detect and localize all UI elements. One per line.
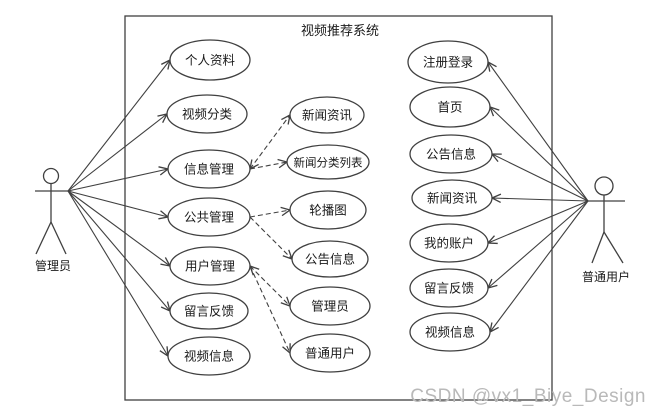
- edge-user-to-uc-register-login: [488, 62, 589, 202]
- uc-feedback-user-ellipse: [409, 268, 489, 308]
- edge-admin-to-uc-public-mgmt: [67, 190, 168, 217]
- uc-video-info-user-ellipse: [409, 312, 491, 352]
- uc-announcement-user-label: 公告信息: [426, 147, 476, 162]
- edge-user-to-uc-announcement-user: [492, 154, 589, 202]
- edge-user-to-uc-my-account: [488, 200, 589, 243]
- uc-my-account-label: 我的账户: [424, 236, 474, 251]
- uc-video-category-ellipse: [166, 94, 248, 134]
- edge-uc-info-mgmt-to-uc-news: [250, 115, 290, 169]
- edge-user-to-uc-video-info-user: [490, 200, 589, 332]
- uc-user-mgmt-label: 用户管理: [185, 259, 236, 274]
- edge-admin-to-uc-personal-profile: [67, 60, 170, 192]
- uc-homepage-label: 首页: [437, 101, 462, 115]
- uc-personal-profile-label: 个人资料: [185, 54, 236, 68]
- edge-admin-to-uc-user-mgmt: [67, 190, 170, 266]
- edge-admin-to-uc-feedback-admin: [67, 190, 170, 311]
- edge-user-to-uc-news-user: [492, 198, 589, 201]
- uc-announcement-user-ellipse: [409, 134, 493, 174]
- uc-my-account-ellipse: [409, 223, 489, 263]
- actor-user-head: [594, 176, 614, 196]
- uc-admin-role-label: 管理员: [311, 299, 349, 314]
- edge-uc-public-mgmt-to-uc-announcement: [249, 216, 292, 259]
- uc-register-login-ellipse: [407, 40, 489, 84]
- uc-feedback-admin-ellipse: [169, 292, 249, 330]
- uc-normal-user-role-ellipse: [289, 333, 371, 373]
- uc-carousel-label: 轮播图: [309, 204, 347, 218]
- edge-uc-public-mgmt-to-uc-carousel: [249, 210, 290, 218]
- uc-normal-user-role-label: 普通用户: [305, 346, 355, 361]
- uc-register-login-label: 注册登录: [423, 55, 473, 70]
- edge-admin-to-uc-info-mgmt: [67, 169, 168, 192]
- uc-feedback-user-label: 留言反馈: [424, 282, 474, 296]
- uc-video-info-user-label: 视频信息: [425, 325, 475, 340]
- uc-carousel-ellipse: [289, 190, 367, 230]
- system-title: 视频推荐系统: [301, 23, 379, 38]
- uc-news-ellipse: [289, 96, 365, 134]
- uc-announcement-ellipse: [291, 240, 369, 278]
- uc-news-category-list-ellipse: [286, 144, 370, 180]
- edge-admin-to-uc-video-category: [67, 114, 167, 192]
- edge-user-to-uc-homepage: [490, 107, 589, 202]
- edge-user-to-uc-feedback-user: [488, 200, 589, 288]
- edge-uc-info-mgmt-to-uc-news-category-list: [249, 162, 287, 170]
- edge-uc-user-mgmt-to-uc-admin-role: [250, 266, 290, 306]
- uc-user-mgmt-ellipse: [169, 246, 251, 286]
- csdn-watermark: CSDN @vx1_Biye_Design: [410, 386, 646, 407]
- uc-news-user-label: 新闻资讯: [427, 191, 478, 206]
- actor-admin-label: 管理员: [35, 258, 71, 273]
- edge-uc-user-mgmt-to-uc-normal-user-role: [249, 265, 290, 353]
- uc-news-label: 新闻资讯: [302, 108, 353, 123]
- uc-video-info-admin-ellipse: [167, 336, 251, 376]
- actor-admin-limb: [35, 221, 52, 255]
- actor-user-limb: [603, 231, 624, 264]
- uc-news-category-list-label: 新闻分类列表: [294, 156, 363, 170]
- actor-user-label: 普通用户: [582, 269, 630, 284]
- uc-feedback-admin-label: 留言反馈: [184, 305, 234, 319]
- uc-personal-profile-ellipse: [169, 39, 251, 81]
- uc-public-mgmt-ellipse: [167, 197, 251, 237]
- actor-user: 普通用户: [582, 176, 630, 284]
- uc-announcement-label: 公告信息: [305, 252, 355, 267]
- actor-user-limb: [591, 231, 605, 264]
- uc-homepage-ellipse: [409, 86, 491, 128]
- uc-news-user-ellipse: [411, 179, 493, 217]
- actor-admin-limb: [50, 221, 67, 255]
- edge-admin-to-uc-video-info-admin: [67, 190, 168, 356]
- uc-video-category-label: 视频分类: [182, 107, 233, 122]
- uc-public-mgmt-label: 公共管理: [184, 210, 235, 225]
- actor-admin: 管理员: [35, 167, 71, 273]
- actor-admin-head: [42, 167, 60, 185]
- uc-info-mgmt-ellipse: [167, 149, 251, 189]
- uc-admin-role-ellipse: [289, 286, 371, 326]
- uc-video-info-admin-label: 视频信息: [184, 349, 234, 364]
- system-boundary: [124, 15, 553, 401]
- uc-info-mgmt-label: 信息管理: [184, 162, 235, 177]
